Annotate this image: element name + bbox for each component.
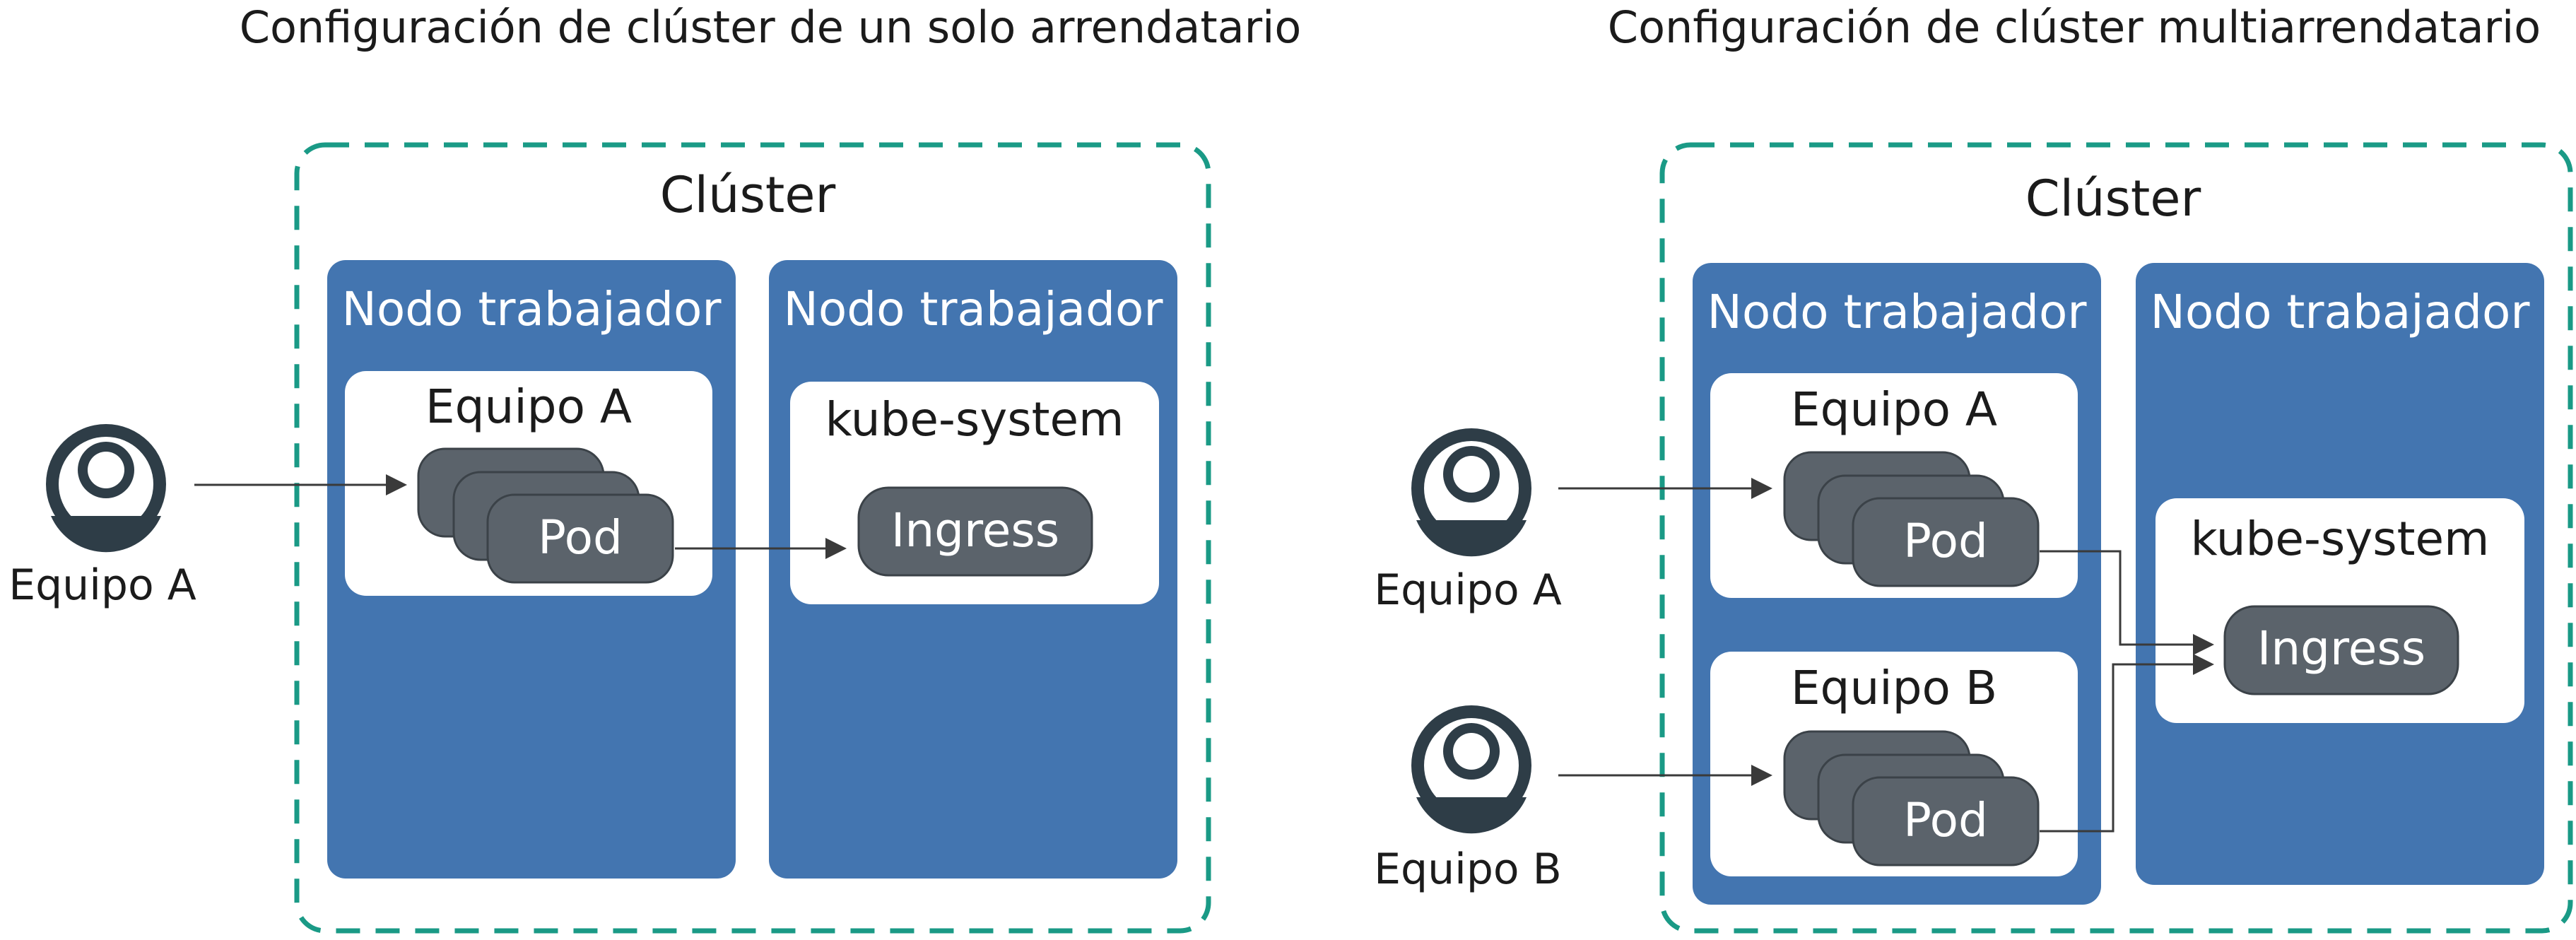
multi-tenant-user-b-label: Equipo B <box>1374 845 1562 894</box>
multi-tenant-team-a-box-label: Equipo A <box>1791 382 1997 437</box>
multi-tenant-title: Configuración de clúster multiarrendatar… <box>1608 1 2541 53</box>
single-tenant-worker-node-1-label: Nodo trabajador <box>342 282 722 336</box>
single-tenant-user-icon <box>46 424 166 553</box>
single-tenant-ingress <box>857 486 1093 577</box>
multi-tenant-pod-a-label: Pod <box>1903 514 1988 568</box>
single-tenant-kube-system-label: kube-system <box>825 392 1124 447</box>
multi-tenant-user-b-icon <box>1411 705 1531 834</box>
multi-tenant-worker-node-2-label: Nodo trabajador <box>2151 285 2531 339</box>
multi-tenant-kube-system-label: kube-system <box>2191 512 2490 566</box>
single-tenant-worker-node-2-label: Nodo trabajador <box>784 282 1164 336</box>
single-tenant-cluster-label: Clúster <box>660 166 836 224</box>
multi-tenant-pod-b-stack <box>1783 730 2040 866</box>
single-tenant-user-label: Equipo A <box>8 560 196 610</box>
multi-tenant-pod-b-label: Pod <box>1903 793 1988 847</box>
multi-tenant-user-a-label: Equipo A <box>1374 565 1562 615</box>
multi-tenant-ingress <box>2223 605 2459 695</box>
multi-tenant-worker-node-1-label: Nodo trabajador <box>1707 285 2088 339</box>
multi-tenant-team-b-box-label: Equipo B <box>1791 661 1997 715</box>
single-tenant-ingress-label: Ingress <box>891 503 1059 558</box>
multi-tenant-pod-a-stack <box>1783 451 2040 587</box>
single-tenant-team-box-label: Equipo A <box>425 380 632 434</box>
multi-tenant-ingress-label: Ingress <box>2257 621 2425 676</box>
multi-tenant-cluster <box>1659 142 2573 934</box>
single-tenant-cluster <box>294 142 1211 934</box>
single-tenant-title: Configuración de clúster de un solo arre… <box>240 1 1302 53</box>
single-tenant-pod-label: Pod <box>538 510 623 565</box>
multi-tenant-arrow-pod-b-to-ingress <box>2040 654 2214 833</box>
multi-tenant-user-a-icon <box>1411 428 1531 557</box>
multi-tenant-arrow-pod-a-to-ingress <box>2040 550 2214 655</box>
single-tenant-pod-stack <box>417 447 674 584</box>
multi-tenant-cluster-label: Clúster <box>2025 170 2201 228</box>
